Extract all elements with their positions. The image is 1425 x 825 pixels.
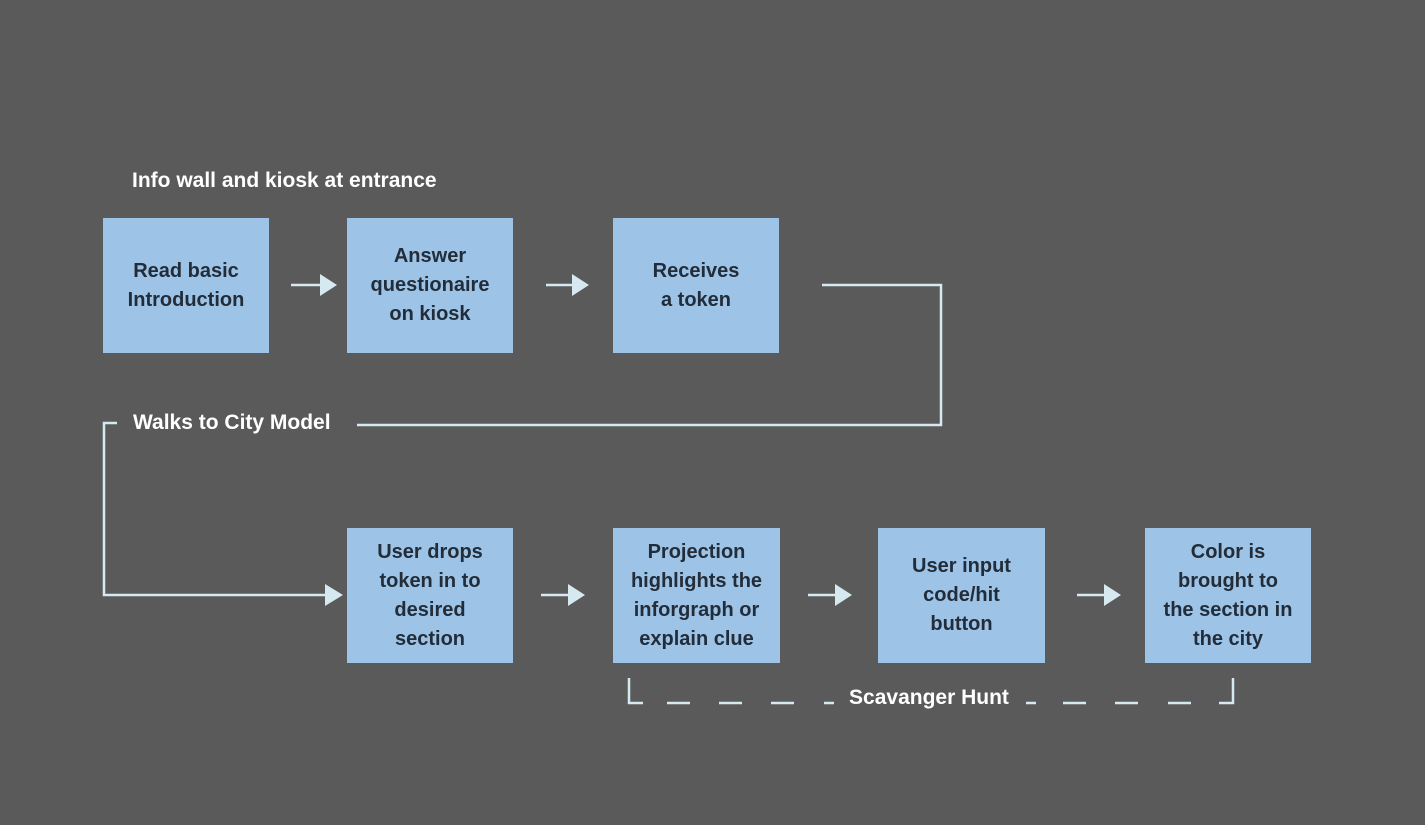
flow-node-receives-a-token: Receives a token	[613, 218, 779, 353]
arrow-input-to-color	[1077, 584, 1121, 606]
arrow-answer-to-receives	[546, 274, 589, 296]
bracket-right-corner	[1219, 678, 1235, 705]
flow-node-projection-highlights: Projection highlights the inforgraph or …	[613, 528, 780, 663]
section-label-walk: Walks to City Model	[133, 411, 331, 434]
bracket-left-corner	[627, 678, 643, 705]
section-label-entrance: Info wall and kiosk at entrance	[132, 169, 437, 192]
flow-node-color-brought: Color is brought to the section in the c…	[1145, 528, 1311, 663]
arrow-read-to-answer	[291, 274, 337, 296]
arrow-drops-to-projection	[541, 584, 585, 606]
flow-node-read-basic-introduction: Read basic Introduction	[103, 218, 269, 353]
flow-node-answer-questionaire: Answer questionaire on kiosk	[347, 218, 513, 353]
section-label-scavenger-hunt: Scavanger Hunt	[849, 686, 1009, 709]
arrow-projection-to-input	[808, 584, 852, 606]
flow-node-user-drops-token: User drops token in to desired section	[347, 528, 513, 663]
connector-walk-to-user-drops	[102, 421, 343, 606]
flow-node-user-input-code: User input code/hit button	[878, 528, 1045, 663]
